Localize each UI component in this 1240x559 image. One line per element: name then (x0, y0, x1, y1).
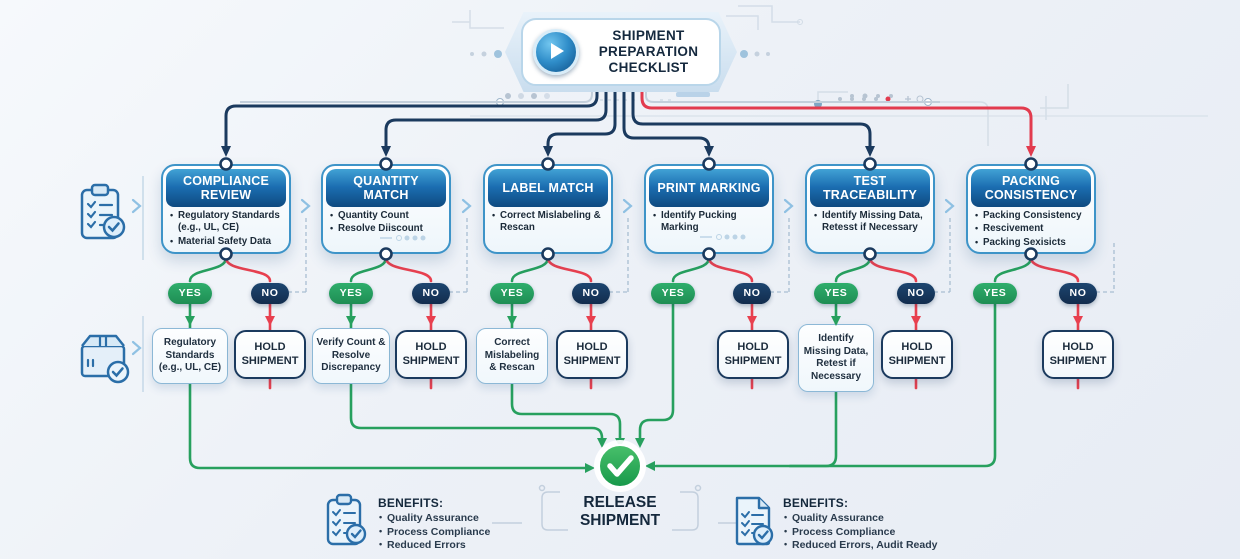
benefit-item: Reduced Errors (379, 539, 528, 553)
header-fanout-wire-red (640, 84, 1033, 148)
checkpoint-title: PACKING CONSISTENCY (971, 169, 1091, 207)
checkpoint-bullets: Packing Consistency Rescivement Packing … (974, 210, 1090, 249)
bullet: Rescivement (975, 223, 1090, 235)
checkpoint-bullets: Correct Mislabeling & Rescan (491, 210, 607, 235)
yes-arrowheads (185, 316, 841, 326)
document-check-icon (735, 496, 774, 546)
benefits-heading: BENEFITS: (783, 496, 849, 510)
fanout-arrowheads (221, 146, 875, 157)
release-arrowheads (585, 438, 655, 473)
release-shipment-label: RELEASE SHIPMENT (579, 494, 661, 530)
benefit-item: Process Compliance (379, 526, 528, 540)
header-banner: SHIPMENT PREPARATION CHECKLIST (505, 12, 737, 92)
package-check-icon (80, 334, 130, 384)
yes-badge: YES (973, 283, 1017, 304)
checkpoint-packing-consistency: PACKING CONSISTENCY Packing Consistency … (966, 164, 1096, 254)
bullet: Packing Consistency (975, 210, 1090, 222)
bullet: Correct Mislabeling & Rescan (492, 210, 607, 235)
yes-badge: YES (814, 283, 858, 304)
hold-shipment-box: HOLD SHIPMENT (1042, 330, 1114, 379)
bullet: Identify Pucking Marking (653, 210, 768, 235)
checkpoint-bullets: Identify Pucking Marking (652, 210, 768, 235)
bullet: Resolve Diiscount (330, 223, 445, 235)
red-dot (885, 96, 891, 102)
checkpoint-title: QUANTITY MATCH (326, 169, 446, 207)
bullet: Material Safety Data (170, 236, 285, 248)
hold-shipment-box: HOLD SHIPMENT (556, 330, 628, 379)
check-circle-icon (594, 440, 646, 492)
clipboard-check-icon (326, 493, 367, 546)
bullet: Packing Sexisicts (975, 237, 1090, 249)
no-badge: NO (1059, 283, 1097, 304)
clipboard-check-icon (80, 183, 126, 240)
checkpoint-title: PRINT MARKING (649, 169, 769, 207)
yes-badge: YES (651, 283, 695, 304)
checkpoint-bullets: Identify Missing Data, Retesst if Necess… (813, 210, 929, 235)
header-inner: SHIPMENT PREPARATION CHECKLIST (521, 18, 721, 86)
yes-badge: YES (490, 283, 534, 304)
yes-action-box: Regulatory Standards (e.g., UL, CE) (152, 328, 228, 384)
checkpoint-label-match: LABEL MATCH Correct Mislabeling & Rescan (483, 164, 613, 254)
benefits-block-left: BENEFITS: Quality Assurance Process Comp… (378, 496, 528, 553)
benefits-list: Quality Assurance Process Compliance Red… (378, 512, 528, 553)
checkpoint-bullets: Regulatory Standards (e.g., UL, CE) Mate… (169, 210, 285, 248)
yes-badge: YES (168, 283, 212, 304)
bullet: Identify Missing Data, Retesst if Necess… (814, 210, 929, 235)
checkpoint-test-traceability: TEST TRACEABILITY Identify Missing Data,… (805, 164, 935, 254)
yes-badge: YES (329, 283, 373, 304)
checkpoint-title: COMPLIANCE REVIEW (166, 169, 286, 207)
checkpoint-title: LABEL MATCH (488, 169, 608, 207)
play-icon (533, 29, 579, 75)
benefits-list: Quality Assurance Process Compliance Red… (783, 512, 993, 553)
hold-shipment-box: HOLD SHIPMENT (717, 330, 789, 379)
checkpoint-title: TEST TRACEABILITY (810, 169, 930, 207)
yes-action-box: Correct Mislabeling & Rescan (476, 328, 548, 384)
benefit-item: Quality Assurance (379, 512, 528, 526)
diagram-title: SHIPMENT PREPARATION CHECKLIST (598, 28, 699, 75)
header-fanout-wires (224, 84, 872, 150)
benefit-item: Reduced Errors, Audit Ready (784, 539, 993, 553)
benefits-block-right: BENEFITS: Quality Assurance Process Comp… (783, 496, 993, 553)
hold-shipment-box: HOLD SHIPMENT (234, 330, 306, 379)
yes-action-box: Identify Missing Data, Retest if Necessa… (798, 324, 874, 393)
no-badge: NO (251, 283, 289, 304)
checkpoint-print-marking: PRINT MARKING Identify Pucking Marking (644, 164, 774, 254)
no-badge: NO (897, 283, 935, 304)
hold-shipment-box: HOLD SHIPMENT (395, 330, 467, 379)
checkpoint-quantity-match: QUANTITY MATCH Quantity Count Resolve Di… (321, 164, 451, 254)
benefit-item: Process Compliance (784, 526, 993, 540)
no-badge: NO (572, 283, 610, 304)
yes-action-box: Verify Count & Resolve Discrepancy (312, 328, 390, 384)
checkpoint-bullets: Quantity Count Resolve Diiscount (329, 210, 445, 236)
no-badge: NO (733, 283, 771, 304)
bullet: Regulatory Standards (e.g., UL, CE) (170, 210, 285, 235)
fanout-arrowhead-red (1026, 146, 1036, 157)
hold-shipment-box: HOLD SHIPMENT (881, 330, 953, 379)
no-arrowheads (265, 316, 1083, 326)
bullet: Quantity Count (330, 210, 445, 222)
benefits-heading: BENEFITS: (378, 496, 444, 510)
no-badge: NO (412, 283, 450, 304)
benefit-item: Quality Assurance (784, 512, 993, 526)
checkpoint-compliance-review: COMPLIANCE REVIEW Regulatory Standards (… (161, 164, 291, 254)
